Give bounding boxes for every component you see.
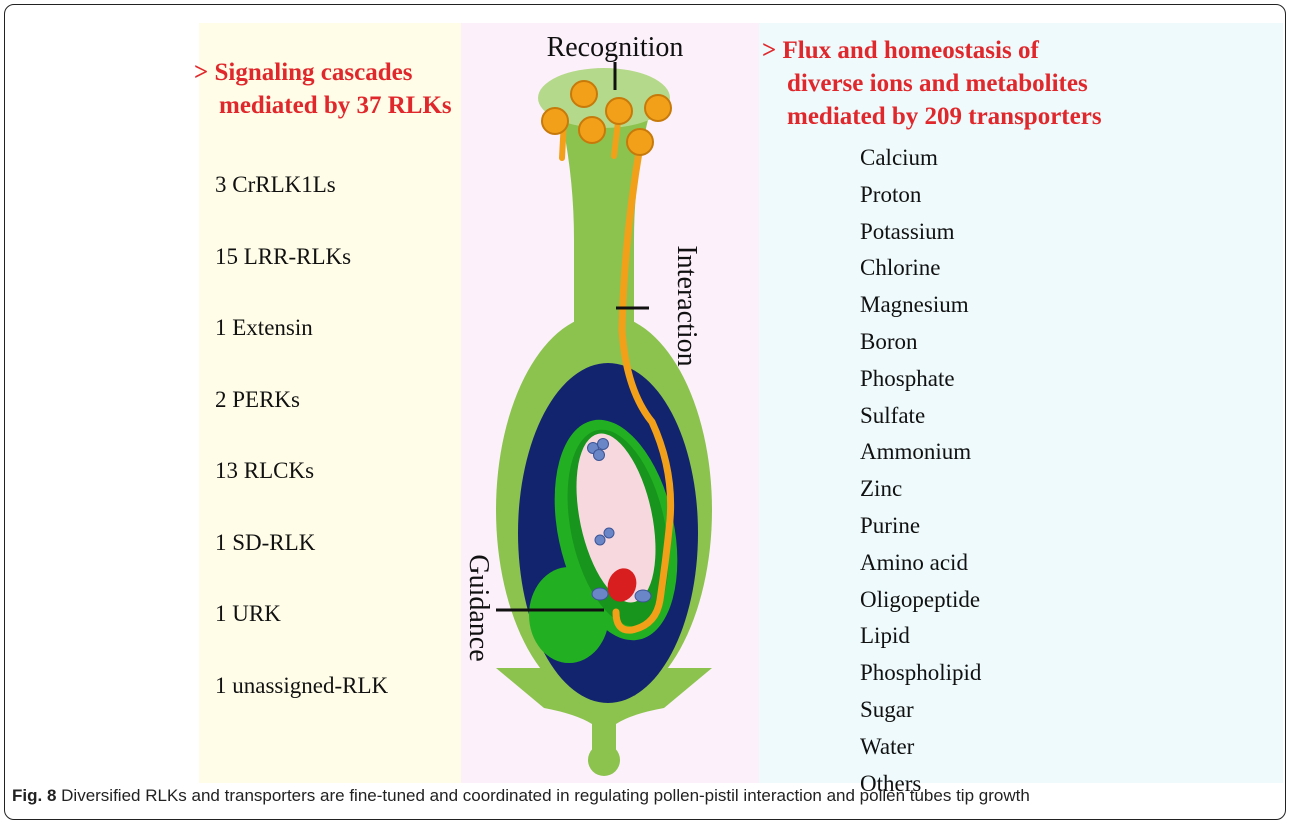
short-pollen-tube xyxy=(614,122,618,156)
transporter-item: Oligopeptide xyxy=(860,585,981,622)
transporter-item: Magnesium xyxy=(860,290,981,327)
figure-label: Fig. 8 xyxy=(12,786,56,805)
transporter-item: Ammonium xyxy=(860,437,981,474)
transporter-item: Phosphate xyxy=(860,364,981,401)
caption-text: Diversified RLKs and transporters are fi… xyxy=(61,786,1030,805)
transporter-item: Potassium xyxy=(860,217,981,254)
rlk-item: 15 LRR-RLKs xyxy=(215,242,388,314)
transporter-item: Amino acid xyxy=(860,548,981,585)
transporter-item: Boron xyxy=(860,327,981,364)
transporter-heading-line3: mediated by 209 transporters xyxy=(762,100,1102,133)
transporter-item: Phospholipid xyxy=(860,658,981,695)
label-guidance: Guidance xyxy=(463,554,494,661)
transporter-item: Proton xyxy=(860,180,981,217)
rlk-item: 1 unassigned-RLK xyxy=(215,671,388,743)
receptacle-knob xyxy=(588,744,620,776)
rlk-heading-line2: mediated by 37 RLKs xyxy=(194,89,452,122)
transporter-item: Zinc xyxy=(860,474,981,511)
transporter-item: Purine xyxy=(860,511,981,548)
transporter-panel-background xyxy=(759,23,1283,783)
figure-caption: Fig. 8 Diversified RLKs and transporters… xyxy=(12,786,1280,806)
rlk-item: 2 PERKs xyxy=(215,385,388,457)
transporter-heading: > Flux and homeostasis of diverse ions a… xyxy=(762,34,1102,133)
transporter-item: Lipid xyxy=(860,621,981,658)
transporter-heading-line2: diverse ions and metabolites xyxy=(762,67,1102,100)
rlk-heading-line1: > Signaling cascades xyxy=(194,56,452,89)
transporter-item: Calcium xyxy=(860,143,981,180)
transporter-item: Water xyxy=(860,732,981,769)
rlk-heading: > Signaling cascades mediated by 37 RLKs xyxy=(194,56,452,122)
rlk-item: 1 SD-RLK xyxy=(215,528,388,600)
rlk-item: 13 RLCKs xyxy=(215,456,388,528)
label-recognition: Recognition xyxy=(547,32,684,63)
transporter-list: Calcium Proton Potassium Chlorine Magnes… xyxy=(860,143,981,805)
transporter-item: Chlorine xyxy=(860,253,981,290)
rlk-item: 1 URK xyxy=(215,599,388,671)
transporter-item: Sugar xyxy=(860,695,981,732)
transporter-item: Sulfate xyxy=(860,401,981,438)
rlk-list: 3 CrRLK1Ls 15 LRR-RLKs 1 Extensin 2 PERK… xyxy=(215,170,388,742)
transporter-heading-line1: > Flux and homeostasis of xyxy=(762,34,1102,67)
rlk-item: 1 Extensin xyxy=(215,313,388,385)
pistil-diagram: Recognition Interaction Guidance xyxy=(456,0,756,782)
label-interaction: Interaction xyxy=(671,245,702,366)
rlk-item: 3 CrRLK1Ls xyxy=(215,170,388,242)
